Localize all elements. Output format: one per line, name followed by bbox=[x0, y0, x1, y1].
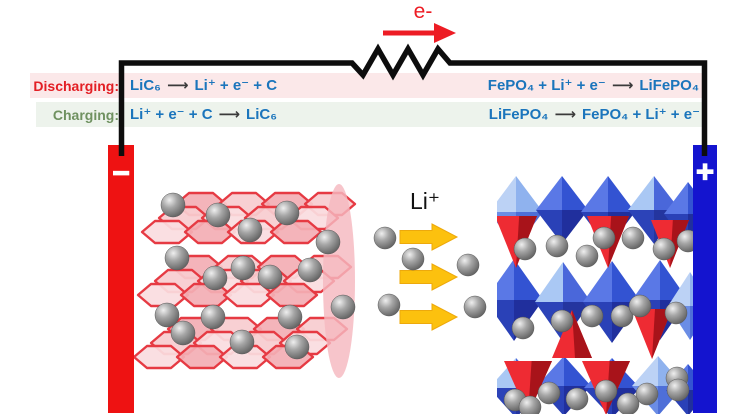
lithium-ion-sphere bbox=[616, 392, 640, 414]
circuit-wire-with-resistor-icon bbox=[118, 43, 708, 156]
lithium-ion-sphere bbox=[575, 244, 599, 268]
equation-rhs: FePO₄ + Li⁺ + e⁻ bbox=[581, 106, 700, 123]
ion-arrow-icon bbox=[399, 223, 459, 251]
electron-flow-label: e- bbox=[413, 0, 433, 23]
charging-label: Charging: bbox=[52, 107, 119, 123]
lithium-ion-sphere bbox=[545, 234, 569, 258]
lithium-ion-sphere bbox=[277, 304, 303, 330]
lithium-ion-sphere bbox=[550, 309, 574, 333]
positive-terminal-sign: + bbox=[695, 153, 715, 189]
lithium-ion-sphere bbox=[652, 237, 676, 261]
lithium-ion-sphere bbox=[463, 295, 487, 319]
discharge-reaction-band bbox=[30, 73, 705, 98]
equation-cathode-discharge: FePO₄ + Li⁺ + e⁻ ⟶ LiFePO₄ bbox=[488, 73, 699, 98]
lithium-ion-sphere bbox=[594, 379, 618, 403]
lithium-ion-sphere bbox=[676, 229, 694, 253]
equation-lhs: LiC₆ bbox=[130, 77, 161, 94]
equation-rhs: Li⁺ + e⁻ + C bbox=[194, 77, 278, 94]
lithium-ion-sphere bbox=[200, 304, 226, 330]
lithium-ion-sphere bbox=[537, 381, 561, 405]
lithium-ion-sphere bbox=[237, 217, 263, 243]
lithium-ion-sphere bbox=[229, 329, 255, 355]
reaction-arrow-icon: ⟶ bbox=[218, 106, 241, 123]
lithium-ion-sphere bbox=[154, 302, 180, 328]
reaction-arrow-icon: ⟶ bbox=[554, 106, 576, 123]
equation-anode-discharge: LiC₆ ⟶ Li⁺ + e⁻ + C bbox=[130, 73, 277, 98]
lithium-ion-sphere bbox=[315, 229, 341, 255]
reaction-arrow-icon: ⟶ bbox=[611, 77, 634, 94]
equation-lhs: LiFePO₄ bbox=[488, 106, 549, 123]
lithium-ion-sphere bbox=[456, 253, 480, 277]
lithium-ion-sphere bbox=[666, 378, 690, 402]
lithium-ion-sphere bbox=[297, 257, 323, 283]
graphene-hexagon bbox=[269, 219, 323, 245]
lithium-ion-sphere bbox=[164, 245, 190, 271]
lithium-ion-sphere bbox=[377, 293, 401, 317]
electrolyte-interface-ellipse bbox=[323, 184, 355, 378]
lithium-ion-sphere bbox=[664, 301, 688, 325]
lithium-ion-sphere bbox=[202, 265, 228, 291]
lithium-ion-flow-arrows bbox=[399, 223, 459, 331]
lithium-ion-sphere bbox=[628, 294, 652, 318]
equation-lhs: Li⁺ + e⁻ + C bbox=[130, 106, 213, 123]
lithium-ion-label: Li⁺ bbox=[409, 188, 441, 214]
lithium-ion-sphere bbox=[511, 316, 535, 340]
charge-reaction-band bbox=[36, 102, 705, 127]
lithium-ion-sphere bbox=[565, 387, 589, 411]
lithium-ion-sphere bbox=[513, 237, 537, 261]
equation-rhs: LiFePO₄ bbox=[639, 77, 699, 94]
lithium-ion-sphere bbox=[160, 192, 186, 218]
lithium-ion-sphere bbox=[330, 294, 356, 320]
electron-flow-arrow-icon bbox=[383, 23, 456, 43]
graphite-anode-structure bbox=[132, 184, 357, 378]
lithium-ion-sphere bbox=[373, 226, 397, 250]
equation-rhs: LiC₆ bbox=[246, 106, 278, 123]
lithium-ion-sphere bbox=[610, 304, 634, 328]
reaction-arrow-icon: ⟶ bbox=[166, 77, 189, 94]
lithium-ion-sphere bbox=[518, 395, 542, 414]
equation-lhs: FePO₄ + Li⁺ + e⁻ bbox=[487, 77, 606, 94]
lithium-ion-sphere bbox=[401, 247, 425, 271]
ion-arrow-icon bbox=[399, 303, 459, 331]
discharging-label: Discharging: bbox=[33, 78, 119, 94]
lithium-ion-sphere bbox=[170, 320, 196, 346]
lithium-ion-sphere bbox=[230, 255, 256, 281]
octahedron bbox=[536, 176, 588, 244]
equation-anode-charge: Li⁺ + e⁻ + C ⟶ LiC₆ bbox=[130, 102, 277, 127]
ion-arrow-icon bbox=[399, 263, 459, 291]
lithium-ion-sphere bbox=[284, 334, 310, 360]
cathode-crystal-structure bbox=[497, 176, 694, 414]
lithium-ion-sphere bbox=[621, 226, 645, 250]
lithium-ion-sphere bbox=[205, 202, 231, 228]
tetrahedron bbox=[552, 310, 592, 358]
negative-terminal-sign: − bbox=[112, 156, 131, 190]
lithium-ion-sphere bbox=[274, 200, 300, 226]
lithium-ion-sphere bbox=[580, 304, 604, 328]
negative-electrode bbox=[108, 145, 134, 413]
lithium-ion-sphere bbox=[592, 226, 616, 250]
lithium-ion-sphere bbox=[257, 264, 283, 290]
lithium-ion-sphere bbox=[635, 382, 659, 406]
positive-electrode bbox=[693, 145, 717, 413]
tetrahedron bbox=[632, 309, 672, 359]
equation-cathode-charge: LiFePO₄ ⟶ FePO₄ + Li⁺ + e⁻ bbox=[489, 102, 700, 127]
migrating-lithium-ions bbox=[373, 226, 487, 319]
